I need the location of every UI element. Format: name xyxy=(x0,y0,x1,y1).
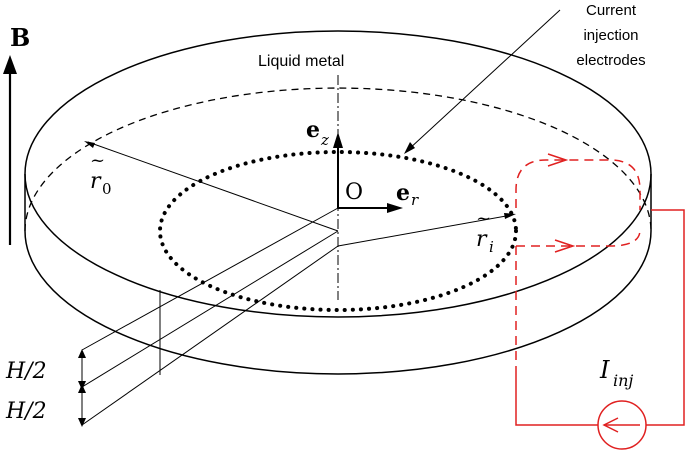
ri-subscript: i xyxy=(489,238,494,256)
origin-label: O xyxy=(345,180,363,205)
r0-label: r xyxy=(90,169,102,194)
ri-label: r xyxy=(476,227,488,252)
electrode-ring xyxy=(158,150,518,312)
current-source xyxy=(597,400,647,450)
midplane-back-arc xyxy=(24,87,652,232)
ri-radius-line xyxy=(337,213,516,247)
circuit-upper-loop xyxy=(515,159,641,210)
electrode-pointer xyxy=(404,9,561,154)
er-subscript: r xyxy=(411,191,419,209)
height-dimension-arrows xyxy=(78,349,86,427)
ez-vector xyxy=(333,132,343,208)
current-label: I xyxy=(599,356,610,384)
circuit-arrows xyxy=(547,153,576,253)
ez-label: e xyxy=(306,117,320,143)
field-arrow xyxy=(3,55,17,245)
circuit-outer-wire xyxy=(515,209,685,426)
ez-subscript: z xyxy=(320,131,329,149)
r0-radius-line xyxy=(84,141,339,232)
electrodes-label-line1: Current xyxy=(586,2,637,19)
circuit-lower-branch xyxy=(516,229,641,247)
r0-subscript: 0 xyxy=(102,180,112,198)
half-height-bottom-label: H/2 xyxy=(5,399,47,424)
cylinder-top-ellipse xyxy=(24,30,652,318)
r0-tilde: ~ xyxy=(90,150,105,171)
half-height-top-label: H/2 xyxy=(5,359,47,384)
height-projection-lines xyxy=(81,207,339,426)
field-label: B xyxy=(10,23,30,52)
circuit xyxy=(515,159,685,426)
er-vector xyxy=(338,203,403,213)
er-label: e xyxy=(396,180,410,206)
liquid-metal-label: Liquid metal xyxy=(258,53,344,70)
cylinder-bottom-rim xyxy=(24,230,652,375)
electrodes-label-line3: electrodes xyxy=(576,52,645,69)
current-subscript: inj xyxy=(613,371,633,390)
ri-tilde: ~ xyxy=(476,208,491,229)
electrodes-label-line2: injection xyxy=(583,27,638,44)
